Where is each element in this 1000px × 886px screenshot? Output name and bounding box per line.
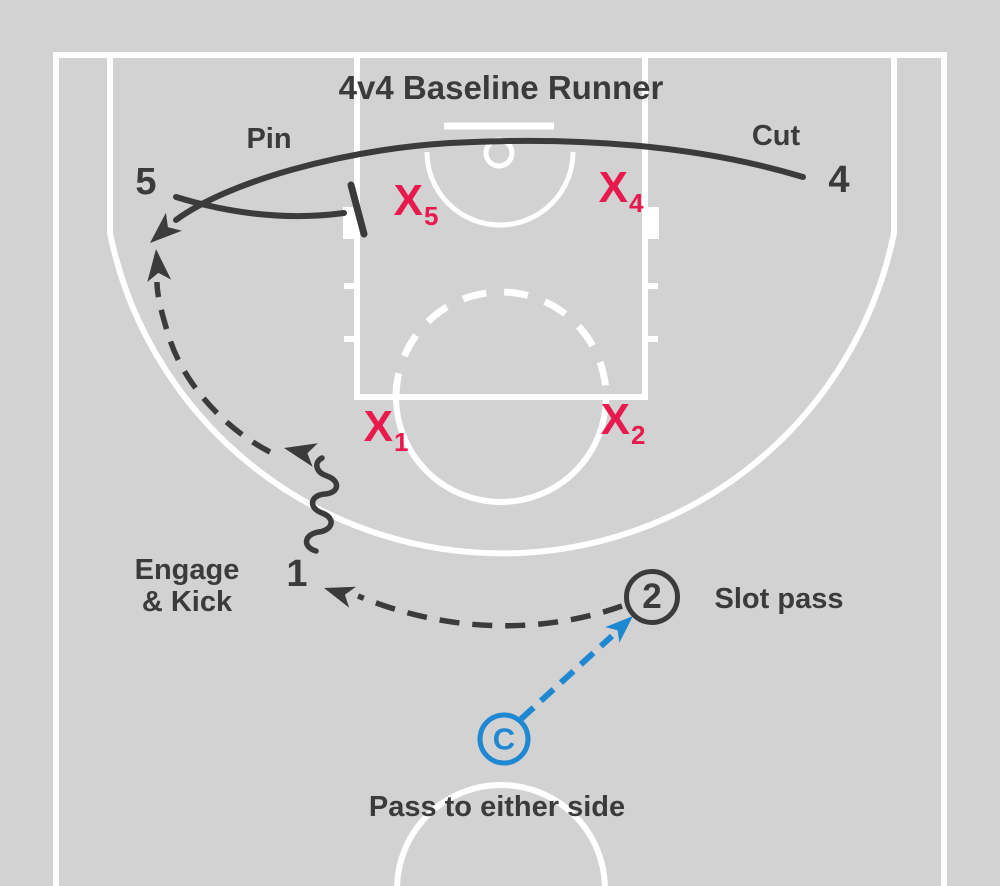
kick-pass-dashed: [154, 281, 272, 455]
free-throw-circle-top: [392, 288, 610, 398]
pin-label: Pin: [246, 123, 292, 156]
kick-pass-arrowhead: [147, 249, 172, 282]
low-block-left: [343, 207, 356, 239]
player-2: 2: [624, 569, 680, 625]
slot-pass-label: Slot pass: [714, 583, 844, 616]
engage-kick-label: Engage & Kick: [135, 554, 240, 618]
defender-x4: X 4: [598, 163, 644, 218]
coach-pass-arrowhead: [605, 616, 633, 643]
low-block-right: [646, 207, 659, 239]
three-point-line: [107, 55, 897, 557]
defender-x1-number: 1: [393, 427, 409, 457]
defender-x1: X 1: [363, 402, 409, 457]
screen-line: [173, 194, 347, 220]
defender-x2-number: 2: [630, 420, 646, 450]
player-5: 5: [135, 161, 157, 204]
restricted-arc: [424, 151, 576, 228]
defender-x5-number: 5: [423, 201, 439, 231]
dribble-arrowhead: [284, 443, 318, 467]
cut-arrowhead: [150, 212, 182, 243]
defender-x2: X 2: [600, 395, 646, 450]
dribble-squiggle: [303, 455, 340, 554]
defender-x1-mark: X: [363, 402, 393, 451]
coach-pass-dashed: [518, 633, 615, 722]
player-2-number: 2: [642, 577, 662, 616]
defender-x4-number: 4: [628, 188, 644, 218]
engage-kick-line2: & Kick: [141, 586, 233, 618]
court-boundary: [53, 52, 947, 886]
slot-pass-dashed: [356, 593, 623, 629]
player-4: 4: [828, 159, 850, 202]
engage-kick-line1: Engage: [134, 554, 240, 586]
defender-x2-mark: X: [600, 395, 630, 444]
pass-note-label: Pass to either side: [368, 791, 626, 824]
cut-label: Cut: [751, 120, 801, 153]
center-circle: [394, 782, 608, 886]
slot-pass-arrowhead: [324, 586, 356, 608]
coach: C: [477, 712, 531, 766]
diagram-title: 4v4 Baseline Runner: [338, 68, 664, 106]
screen-bar: [347, 181, 368, 238]
defender-x5-mark: X: [393, 176, 423, 225]
free-throw-circle-bottom: [393, 396, 609, 505]
coach-letter: C: [492, 721, 516, 756]
player-1: 1: [286, 553, 308, 596]
defender-x5: X 5: [393, 176, 439, 231]
defender-x4-mark: X: [598, 163, 628, 212]
cut-path: [173, 137, 806, 223]
